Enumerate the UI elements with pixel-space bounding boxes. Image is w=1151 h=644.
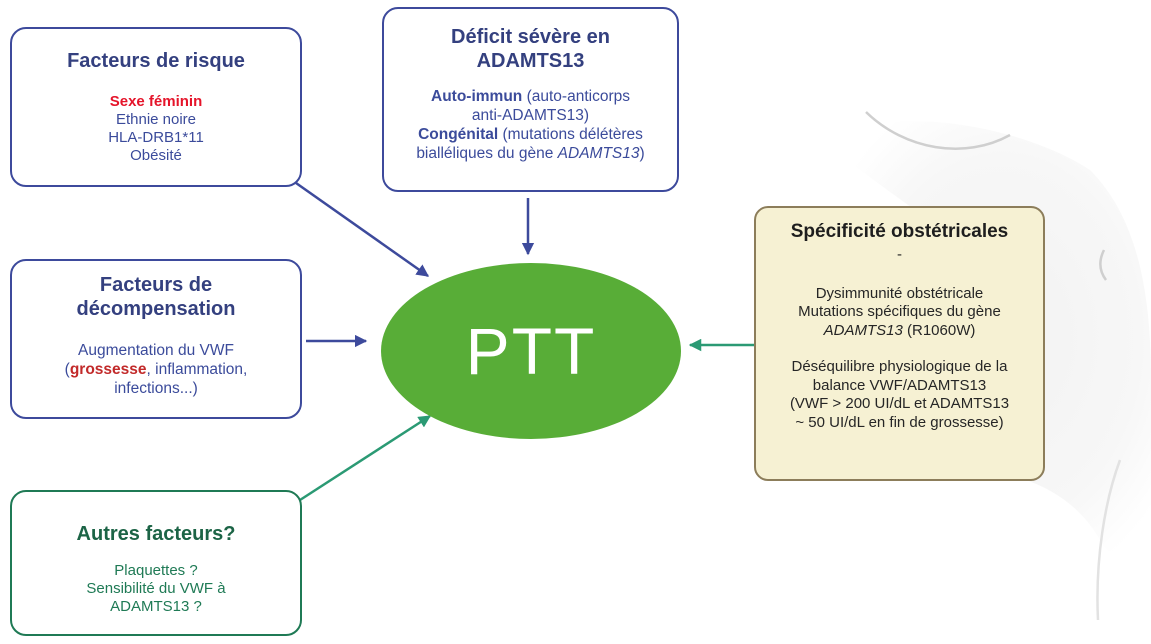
obstetric-line1: Dysimmunité obstétricale [815, 284, 984, 302]
other-factors-line3: ADAMTS13 ? [110, 598, 202, 615]
obstetric-dash: - [897, 246, 902, 263]
risk-factors-box: Facteurs de risque Sexe féminin Ethnie n… [10, 27, 302, 187]
other-factors-line2: Sensibilité du VWF à [86, 580, 226, 597]
congenital-line2-post: ) [639, 145, 645, 162]
obstetric-line5: balance VWF/ADAMTS13 [812, 376, 987, 394]
obstetric-gene: ADAMTS13 [823, 321, 903, 339]
congenital-gene: ADAMTS13 [557, 145, 640, 162]
congenital-rest: (mutations délétères [498, 126, 643, 143]
congenital-line2: bialléliques du gène ADAMTS13) [384, 144, 677, 163]
obstetric-group1: Dysimmunité obstétricale Mutations spéci… [756, 285, 1043, 341]
congenital-line2-pre: bialléliques du gène [416, 145, 558, 162]
obstetric-line4: Déséquilibre physiologique de la [791, 358, 1008, 375]
arrow-other-to-ptt [299, 414, 432, 502]
obstetric-line3: ADAMTS13 (R1060W) [756, 322, 1043, 341]
obstetric-title: Spécificité obstétricales [790, 221, 1009, 242]
autoimmune-line2: anti-ADAMTS13) [471, 107, 590, 124]
other-factors-box: Autres facteurs? Plaquettes ? Sensibilit… [10, 490, 302, 636]
deficit-title-line2: ADAMTS13 [476, 50, 585, 72]
risk-item: HLA-DRB1*11 [108, 129, 204, 146]
decompensation-line2-pre: ( [64, 361, 70, 378]
deficit-title: Déficit sévère en ADAMTS13 [384, 25, 677, 73]
deficit-title-line1: Déficit sévère en [451, 26, 610, 48]
risk-item: Obésité [130, 147, 182, 164]
obstetric-line6: (VWF > 200 UI/dL et ADAMTS13 [789, 395, 1010, 412]
decompensation-body: Augmentation du VWF (grossesse, inflamma… [12, 341, 300, 398]
deficit-body: Auto-immun (auto-anticorps anti-ADAMTS13… [384, 87, 677, 163]
obstetric-group2: Déséquilibre physiologique de la balance… [756, 358, 1043, 432]
obstetric-line2: Mutations spécifiques du gène [798, 303, 1001, 320]
autoimmune-rest: (auto-anticorps [522, 88, 630, 105]
autoimmune-label: Auto-immun [431, 88, 523, 105]
autoimmune-line: Auto-immun (auto-anticorps [384, 87, 677, 106]
other-factors-body: Plaquettes ? Sensibilité du VWF à ADAMTS… [12, 562, 300, 616]
adamts13-deficit-box: Déficit sévère en ADAMTS13 Auto-immun (a… [382, 7, 679, 192]
risk-factors-list: Sexe féminin Ethnie noire HLA-DRB1*11 Ob… [12, 93, 300, 165]
obstetric-specificity-box: Spécificité obstétricales - Dysimmunité … [754, 206, 1045, 481]
other-factors-title: Autres facteurs? [76, 523, 236, 545]
decompensation-line2: (grossesse, inflammation, [12, 360, 300, 379]
decompensation-title: Facteurs de décompensation [12, 273, 300, 321]
other-factors-line1: Plaquettes ? [114, 562, 198, 579]
obstetric-line3-rest: (R1060W) [902, 321, 976, 339]
risk-item: Sexe féminin [109, 93, 203, 110]
decompensation-pregnancy: grossesse [69, 361, 147, 378]
decompensation-line3: infections...) [114, 380, 198, 397]
decompensation-box: Facteurs de décompensation Augmentation … [10, 259, 302, 419]
congenital-line: Congénital (mutations délétères [384, 125, 677, 144]
ptt-label: PTT [465, 314, 597, 388]
decompensation-title-line2: décompensation [76, 298, 236, 320]
decompensation-line1: Augmentation du VWF [78, 342, 234, 359]
arrow-risk-to-ptt [295, 181, 430, 278]
ptt-ellipse [381, 263, 681, 439]
decompensation-title-line1: Facteurs de [99, 274, 213, 296]
obstetric-line7: ~ 50 UI/dL en fin de grossesse) [795, 413, 1004, 431]
risk-item: Ethnie noire [115, 111, 197, 128]
congenital-label: Congénital [418, 126, 499, 143]
decompensation-line2-post: , inflammation, [146, 361, 248, 378]
risk-factors-title: Facteurs de risque [67, 50, 245, 72]
